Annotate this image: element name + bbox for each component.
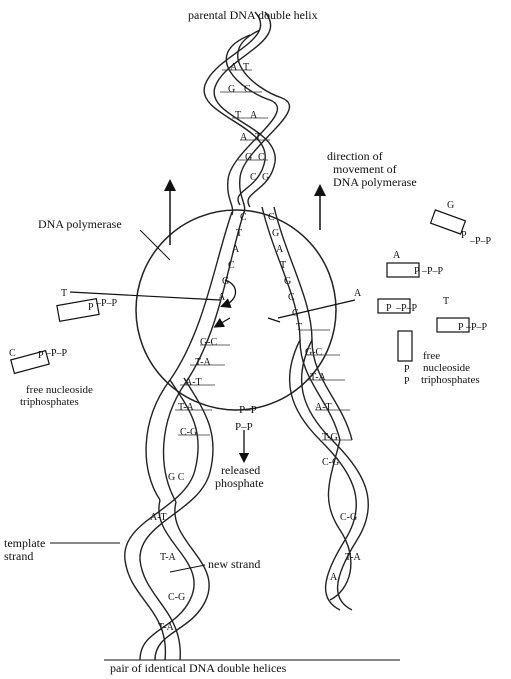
svg-text:P: P <box>414 266 420 277</box>
svg-text:C-G: C-G <box>340 512 357 523</box>
svg-text:A: A <box>232 244 240 255</box>
free-nucleoside-left-line2: triphosphates <box>20 396 79 408</box>
new-strand-label: new strand <box>208 558 260 571</box>
dna-polymerase-label: DNA polymerase <box>38 218 122 231</box>
pair-identical-label: pair of identical DNA double helices <box>110 662 286 675</box>
svg-text:T-A: T-A <box>310 372 327 383</box>
svg-text:A: A <box>240 132 248 143</box>
svg-text:T: T <box>235 110 241 121</box>
svg-text:A: A <box>330 572 338 583</box>
parental-helix <box>204 12 289 215</box>
svg-text:T-A: T-A <box>345 552 362 563</box>
svg-text:C: C <box>258 152 265 163</box>
svg-text:A: A <box>250 110 258 121</box>
svg-text:C-G: C-G <box>180 427 197 438</box>
svg-text:G: G <box>245 152 252 163</box>
svg-text:C-G: C-G <box>322 457 339 468</box>
svg-text:P: P <box>458 322 464 333</box>
svg-text:–P–P: –P–P <box>395 303 418 314</box>
parental-helix-label: parental DNA double helix <box>188 9 318 22</box>
svg-text:G: G <box>262 172 269 183</box>
svg-text:–P–P: –P–P <box>469 236 492 247</box>
svg-text:P: P <box>88 302 94 313</box>
pp-top: P–P <box>239 404 257 416</box>
svg-text:T: T <box>443 296 449 307</box>
svg-text:C: C <box>288 292 295 303</box>
svg-text:G C: G C <box>168 472 185 483</box>
svg-text:–P–P: –P–P <box>95 298 118 309</box>
free-nucleoside-left-line1: free nucleoside <box>26 384 93 396</box>
svg-text:G-C: G-C <box>305 347 323 358</box>
svg-text:A: A <box>218 292 226 303</box>
svg-text:T: T <box>236 228 242 239</box>
svg-text:P: P <box>404 364 410 375</box>
svg-text:P: P <box>404 376 410 387</box>
direction-label-line3: DNA polymerase <box>333 176 417 189</box>
svg-text:T: T <box>243 62 249 73</box>
svg-text:T-G: T-G <box>322 432 338 443</box>
svg-text:P: P <box>461 230 467 241</box>
svg-text:A-T: A-T <box>150 512 167 523</box>
svg-text:T: T <box>296 322 302 333</box>
svg-text:T-A: T-A <box>160 552 177 563</box>
svg-text:T: T <box>255 132 261 143</box>
svg-text:G: G <box>272 228 279 239</box>
free-nucleoside-right-line3: triphosphates <box>421 374 480 386</box>
free-nucleoside-right-line1: free <box>423 350 440 362</box>
svg-text:P: P <box>38 350 44 361</box>
svg-text:–P–P: –P–P <box>45 348 68 359</box>
svg-text:A: A <box>276 244 284 255</box>
svg-text:C: C <box>244 84 251 95</box>
template-strand-label-line2: strand <box>4 550 33 563</box>
svg-text:C: C <box>9 348 16 359</box>
svg-text:–P–P: –P–P <box>465 322 488 333</box>
svg-text:T-A: T-A <box>178 402 195 413</box>
svg-text:G-C: G-C <box>200 337 218 348</box>
svg-text:T-A: T-A <box>158 622 175 633</box>
svg-text:T: T <box>61 288 67 299</box>
svg-text:C: C <box>268 212 275 223</box>
svg-text:–P–P: –P–P <box>421 266 444 277</box>
pp-bottom: P–P <box>235 421 253 433</box>
svg-text:T-A: T-A <box>195 357 212 368</box>
svg-text:A: A <box>393 250 401 261</box>
svg-text:P: P <box>386 303 392 314</box>
free-nucleoside-right-line2: nucleoside <box>423 362 470 374</box>
svg-text:C: C <box>228 260 235 271</box>
svg-text:C: C <box>250 172 257 183</box>
svg-text:C-G: C-G <box>168 592 185 603</box>
svg-text:A: A <box>354 288 362 299</box>
svg-text:A-T: A-T <box>315 402 332 413</box>
svg-text:T: T <box>280 260 286 271</box>
svg-text:A-T: A-T <box>185 377 202 388</box>
svg-text:C: C <box>240 212 247 223</box>
svg-text:A: A <box>230 62 238 73</box>
svg-text:G: G <box>447 200 454 211</box>
released-label-line2: phosphate <box>215 477 264 490</box>
svg-text:G: G <box>284 276 291 287</box>
svg-text:G: G <box>228 84 235 95</box>
